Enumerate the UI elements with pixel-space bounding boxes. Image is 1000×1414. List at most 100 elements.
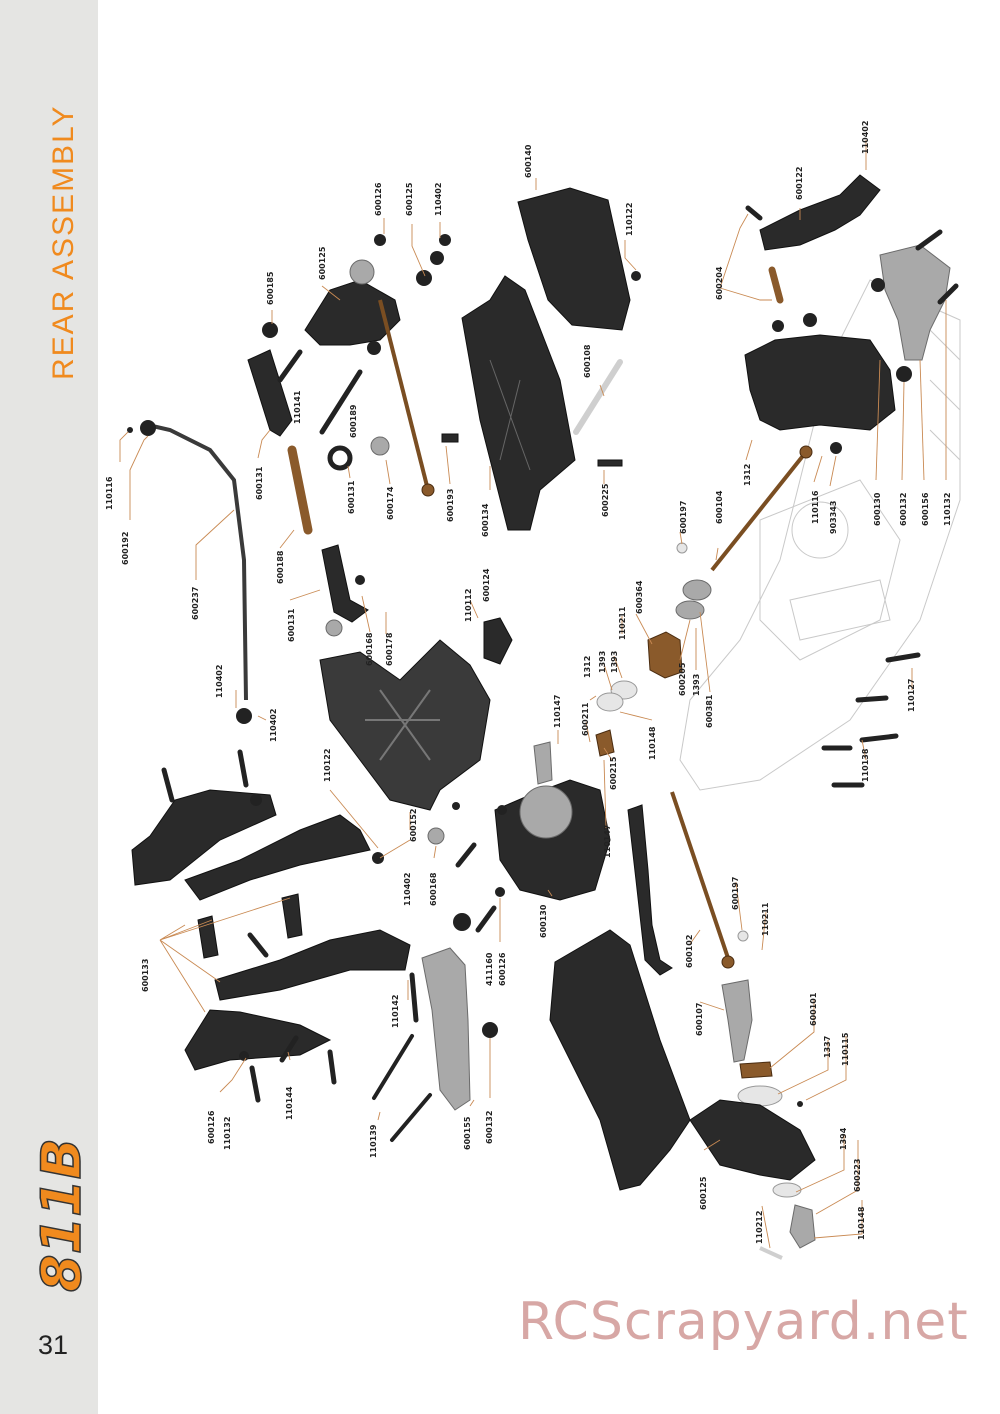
camber-link-part [287, 445, 313, 535]
part-label: 110402 [861, 121, 870, 154]
leader-lines [119, 140, 947, 1249]
part-label: 600130 [873, 492, 882, 526]
part-label: 1337 [823, 1036, 832, 1058]
hub-nut-part [349, 259, 375, 285]
part-labels: 600140 110122 600126 600125 110402 60012… [105, 121, 952, 1244]
part-label: 110132 [223, 1117, 232, 1150]
part-label: 110127 [907, 679, 916, 712]
page-number: 31 [38, 1330, 69, 1360]
part-label: 110402 [215, 665, 224, 698]
part-label: 600168 [365, 632, 374, 666]
part-label: 110132 [943, 493, 952, 526]
part-label: 1393 [598, 651, 607, 673]
anti-roll-bar-part [147, 423, 248, 701]
logo-text: 811B [34, 1138, 86, 1292]
part-label: 600104 [715, 490, 724, 524]
hinge-pin-part [573, 359, 623, 435]
rod-end-part [247, 349, 293, 437]
part-label: 600223 [853, 1159, 862, 1192]
part-label: 110141 [293, 390, 302, 424]
part-label: 600107 [695, 1003, 704, 1036]
part-label: 110148 [648, 726, 657, 760]
part-label: 110147 [553, 695, 562, 728]
part-label: 600131 [255, 466, 264, 500]
exploded-parts-diagram: 600140 110122 600126 600125 110402 60012… [105, 121, 961, 1260]
part-label: 600168 [429, 872, 438, 906]
part-label: 600126 [374, 182, 383, 216]
part-label: 600101 [809, 992, 818, 1026]
part-label: 110122 [323, 749, 332, 782]
part-label: 600156 [921, 492, 930, 526]
part-label: 110138 [861, 748, 870, 782]
rear-arm-part [461, 275, 576, 531]
part-label: 600174 [386, 486, 395, 520]
part-label: 600122 [795, 167, 804, 200]
part-label: 1312 [583, 656, 592, 678]
chassis-outline [679, 279, 961, 791]
part-label: 600130 [539, 904, 548, 938]
part-label: 600132 [485, 1111, 494, 1144]
arm-holder-mid-part [184, 814, 371, 901]
driveshaft-part [378, 299, 430, 491]
brand-logo: 811B [34, 1137, 86, 1292]
part-label: 600188 [276, 550, 285, 584]
part-label: 110122 [625, 203, 634, 236]
part-label: 110139 [369, 1124, 378, 1158]
hub-carrier-lower-part [689, 1099, 816, 1181]
part-label: 600189 [349, 404, 358, 438]
part-label: 600205 [678, 662, 687, 696]
part-label: 600125 [405, 182, 414, 216]
rear-arm-detail [489, 359, 531, 471]
wheel-hex-part [789, 1204, 816, 1249]
part-label: 600152 [409, 809, 418, 842]
part-label: 600225 [601, 483, 610, 517]
part-label: 600215 [609, 756, 618, 790]
hub-carrier-part [304, 279, 401, 346]
part-label: 411160 [485, 952, 494, 986]
screws-group [127, 205, 959, 1142]
driveshaft-upper-part [710, 450, 808, 572]
part-label: 600131 [287, 608, 296, 642]
wing-mount-part [517, 187, 631, 331]
part-label: 600131 [347, 480, 356, 514]
part-label: 110212 [755, 1211, 764, 1244]
rod-end-lower-part [321, 544, 369, 623]
part-label: 110116 [105, 476, 114, 510]
part-label: 1394 [839, 1127, 848, 1150]
part-label: 600102 [685, 935, 694, 968]
lower-arm-part [549, 929, 691, 1191]
rear-gearbox-part [744, 334, 896, 431]
part-label: 110142 [391, 995, 400, 1028]
part-label: 600126 [207, 1110, 216, 1144]
pinion-part [595, 729, 615, 757]
ring-gear-part [519, 785, 573, 839]
part-label: 1393 [692, 674, 701, 696]
arm-holder-base-part [184, 1009, 332, 1071]
driveshaft-lower-part [670, 791, 730, 959]
part-label: 600125 [318, 246, 327, 280]
part-label: 600126 [498, 952, 507, 986]
part-label: 110147 [603, 825, 612, 858]
part-label: 600155 [463, 1116, 472, 1150]
axle-part [721, 979, 753, 1063]
part-label: 600364 [635, 580, 644, 614]
arm-holder-top-part [131, 789, 277, 886]
part-label: 110402 [269, 709, 278, 742]
part-label: 600237 [191, 587, 200, 620]
part-label: 600193 [446, 489, 455, 522]
hinge-brace-upper-part [879, 244, 951, 361]
part-label: 110211 [618, 606, 627, 640]
part-label: 1312 [743, 464, 752, 486]
sidebar: REAR ASSEMBLY 811B 31 [0, 0, 98, 1414]
pivot-block-part-2 [281, 893, 303, 939]
part-label: 600108 [583, 344, 592, 378]
diff-cup-part [647, 631, 683, 679]
part-label: 600178 [385, 632, 394, 666]
watermark-text: RCScrapyard.net [518, 1292, 969, 1352]
link-right-part [627, 804, 673, 976]
section-title: REAR ASSEMBLY [47, 104, 80, 380]
part-label: 110112 [464, 589, 473, 622]
part-label: 600211 [581, 702, 590, 736]
part-label: 600124 [482, 568, 491, 602]
part-label: 110402 [434, 183, 443, 216]
